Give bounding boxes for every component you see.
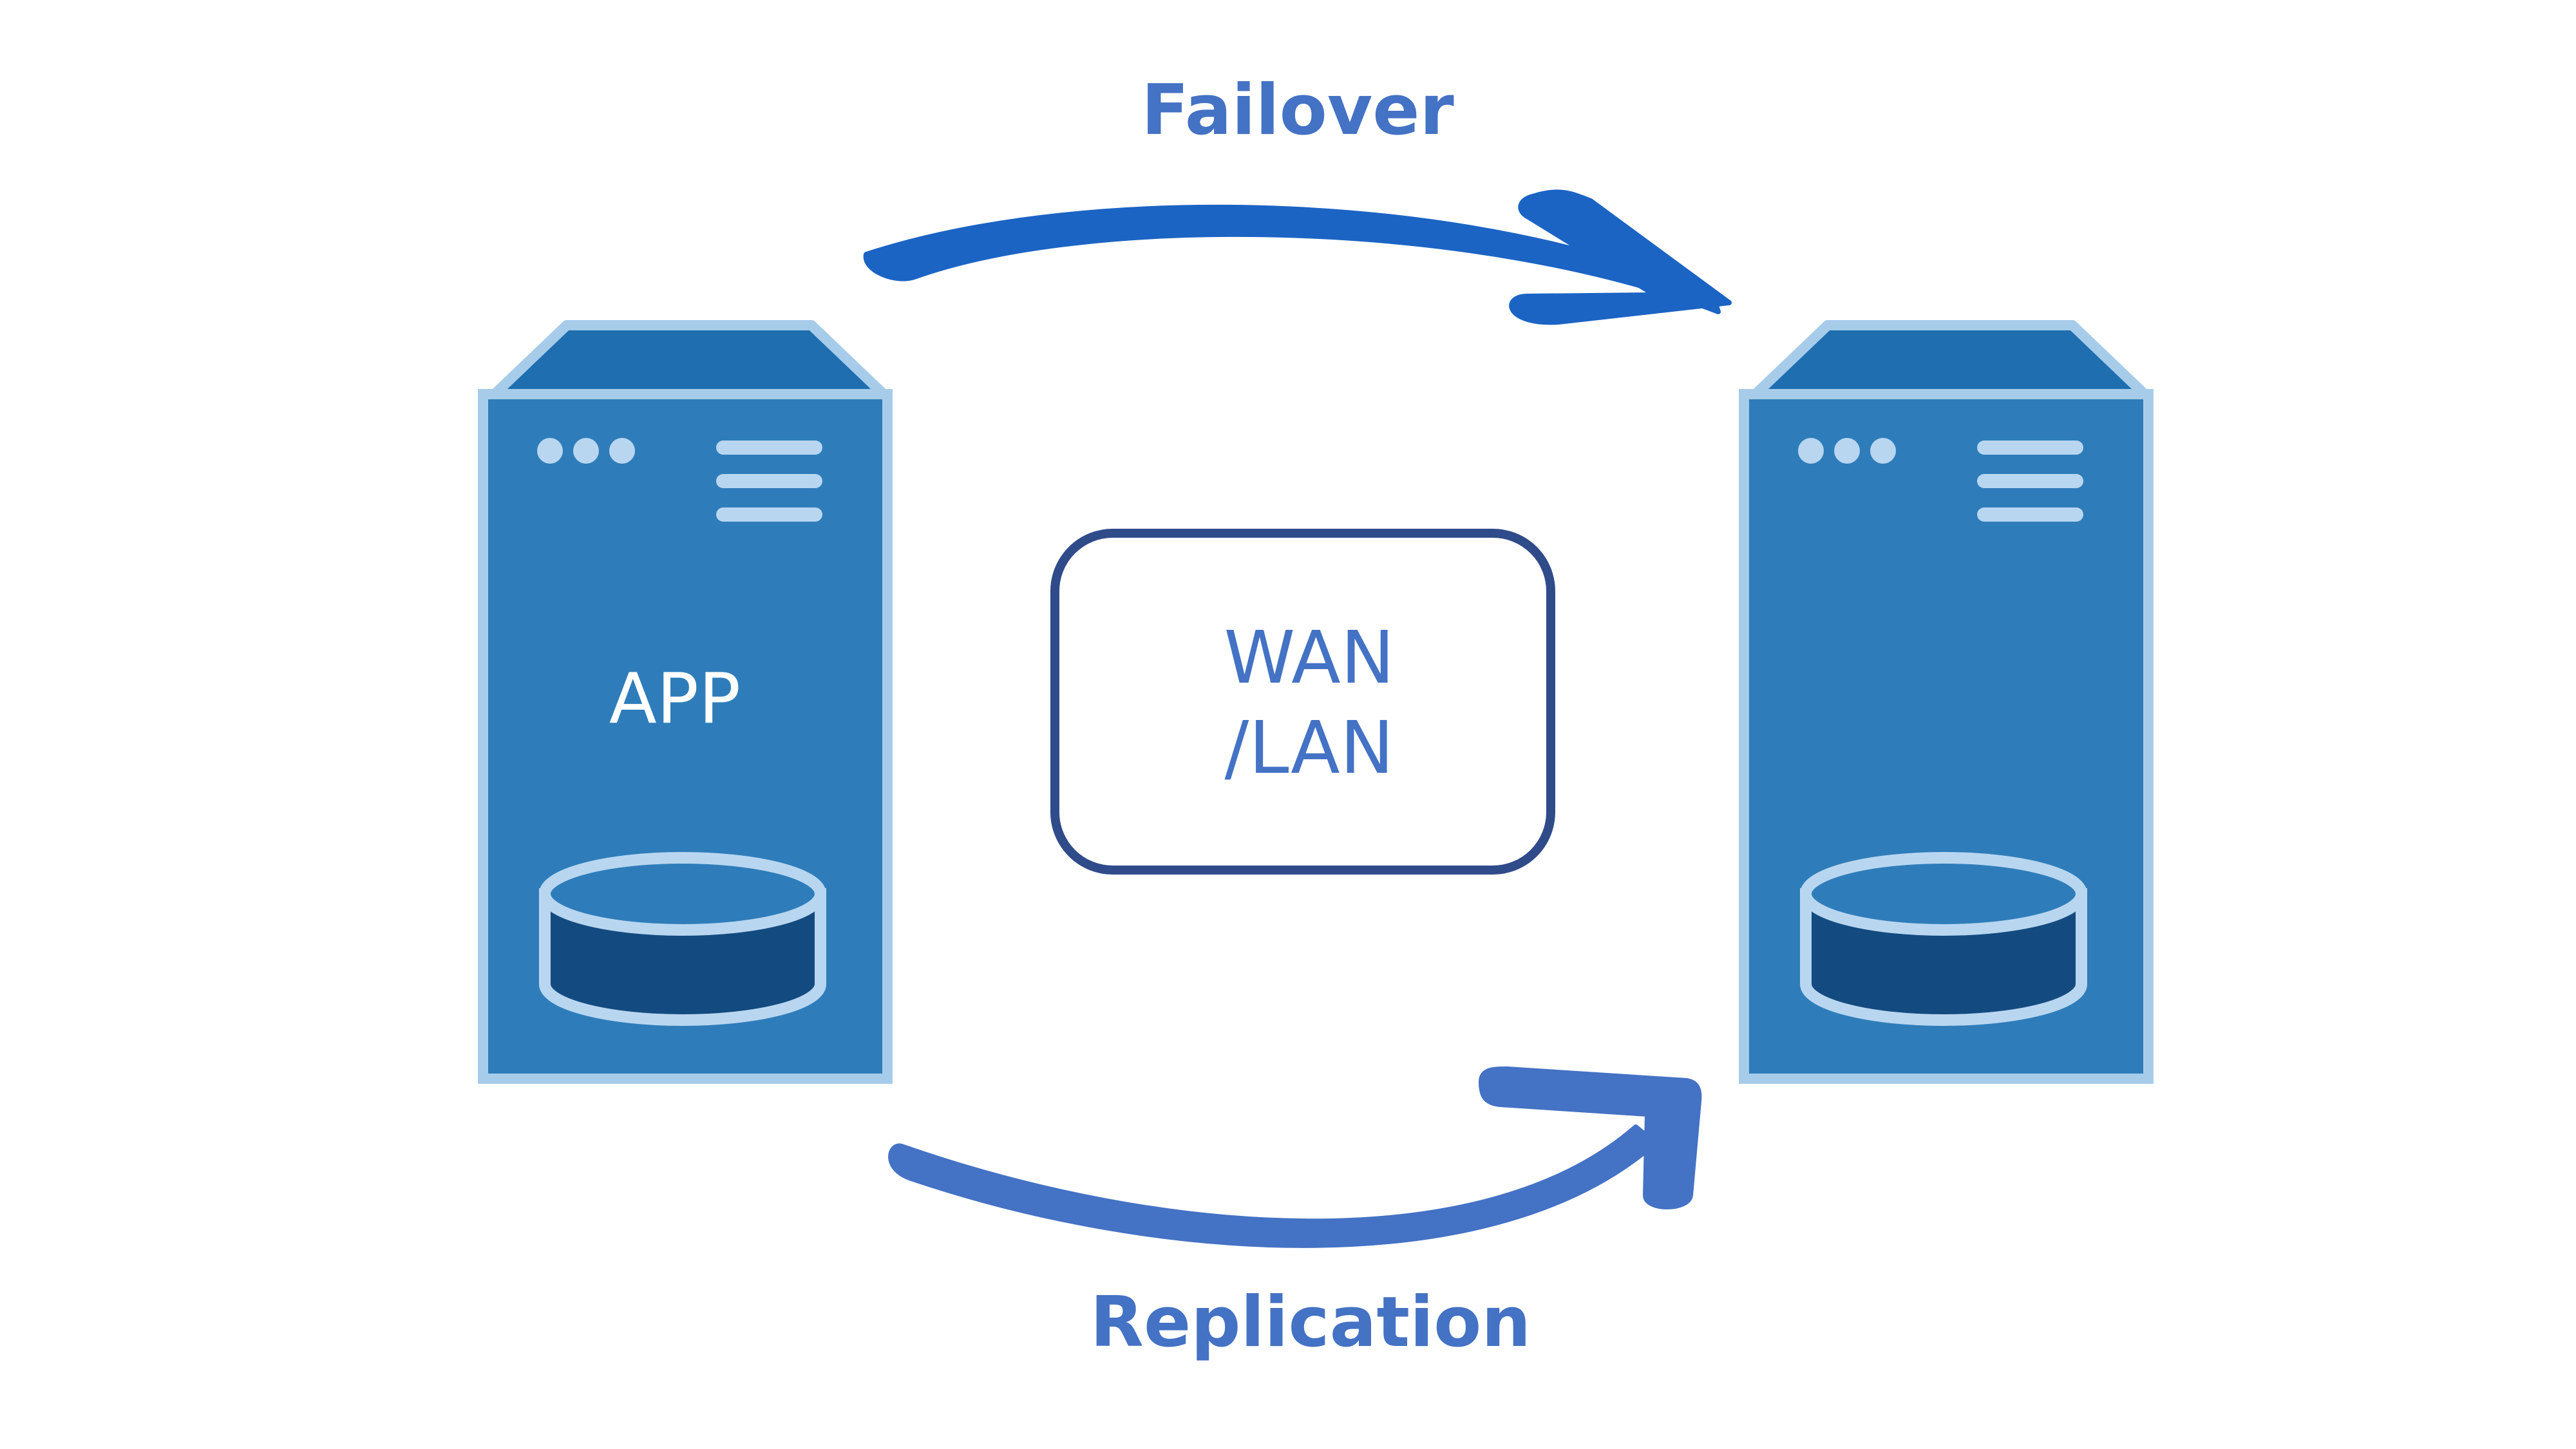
replication-arrow — [888, 1066, 1702, 1248]
status-light-icon — [609, 438, 635, 464]
primary-server: APP — [478, 320, 893, 1084]
status-light-icon — [573, 438, 599, 464]
status-light-icon — [1834, 438, 1860, 464]
primary-server-label: APP — [609, 659, 741, 739]
replication-label: Replication — [1090, 1282, 1531, 1363]
status-light-icon — [537, 438, 563, 464]
network-label-line2: /LAN — [1224, 706, 1394, 790]
status-light-icon — [1798, 438, 1824, 464]
database-icon — [1800, 852, 2087, 1026]
primary-server-vent-lines — [716, 440, 822, 522]
database-icon — [539, 852, 826, 1026]
secondary-server — [1739, 320, 2154, 1084]
network-label-line1: WAN — [1224, 616, 1394, 700]
primary-server-top — [489, 320, 889, 399]
failover-label: Failover — [1141, 70, 1454, 151]
primary-server-status-lights — [537, 438, 635, 464]
replication-arrow-head — [1479, 1066, 1702, 1209]
failover-arrow — [863, 189, 1732, 325]
network-box-border — [1050, 529, 1555, 875]
secondary-server-status-lights — [1798, 438, 1896, 464]
status-light-icon — [1870, 438, 1896, 464]
failover-arrow-shaft — [863, 204, 1721, 314]
network-box: WAN /LAN — [1050, 529, 1555, 875]
secondary-server-vent-lines — [1977, 440, 2083, 522]
replication-arrow-shaft — [888, 1124, 1658, 1248]
failover-arrow-head — [1509, 189, 1732, 325]
secondary-server-top — [1750, 320, 2150, 399]
